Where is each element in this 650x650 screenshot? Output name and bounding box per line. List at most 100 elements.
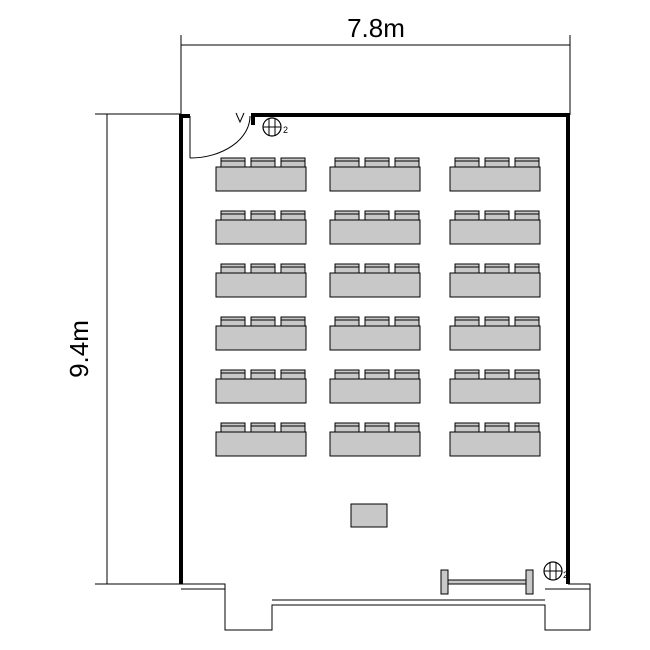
- bottom-wall-structure: [181, 583, 591, 631]
- chair: [364, 263, 390, 274]
- chair: [394, 157, 420, 168]
- chair: [250, 210, 276, 221]
- desk: [449, 166, 541, 192]
- height-label: 9.4m: [64, 320, 94, 378]
- chair: [484, 157, 510, 168]
- chair: [250, 316, 276, 327]
- chair: [454, 210, 480, 221]
- screen-stand: [440, 569, 534, 595]
- chair: [280, 210, 306, 221]
- chair: [394, 369, 420, 380]
- desk: [215, 378, 307, 404]
- desk-group: [215, 316, 307, 351]
- chair: [364, 316, 390, 327]
- desk-group: [215, 263, 307, 298]
- desk: [449, 431, 541, 457]
- desk: [329, 325, 421, 351]
- desk-group: [449, 210, 541, 245]
- chair: [484, 316, 510, 327]
- chair: [220, 263, 246, 274]
- chair: [514, 157, 540, 168]
- desk-group: [215, 369, 307, 404]
- desk-group: [329, 157, 421, 192]
- desk: [449, 325, 541, 351]
- desk: [449, 378, 541, 404]
- marker-top: 2: [262, 117, 288, 137]
- chair: [484, 369, 510, 380]
- desk: [329, 378, 421, 404]
- chair: [454, 316, 480, 327]
- chair: [394, 422, 420, 433]
- chair: [220, 422, 246, 433]
- chair: [484, 422, 510, 433]
- desk-group: [449, 369, 541, 404]
- chair: [334, 210, 360, 221]
- desk: [449, 219, 541, 245]
- chair: [514, 263, 540, 274]
- door: [189, 112, 251, 159]
- desk: [329, 166, 421, 192]
- chair: [514, 316, 540, 327]
- chair: [364, 369, 390, 380]
- chair: [334, 422, 360, 433]
- chair: [280, 316, 306, 327]
- chair: [280, 422, 306, 433]
- chair: [454, 422, 480, 433]
- chair: [454, 157, 480, 168]
- chair: [334, 369, 360, 380]
- chair: [280, 369, 306, 380]
- desk-group: [329, 263, 421, 298]
- chair: [250, 157, 276, 168]
- chair: [484, 263, 510, 274]
- chair: [454, 263, 480, 274]
- chair: [394, 263, 420, 274]
- chair: [280, 263, 306, 274]
- chair: [334, 157, 360, 168]
- height-dimension: [95, 113, 181, 585]
- desk-group: [449, 316, 541, 351]
- chair: [394, 316, 420, 327]
- chair: [220, 316, 246, 327]
- desk-group: [449, 157, 541, 192]
- marker-top-number: 2: [283, 125, 288, 135]
- desk: [329, 431, 421, 457]
- chair: [250, 263, 276, 274]
- width-label: 7.8m: [347, 13, 405, 43]
- chair: [484, 210, 510, 221]
- desk-group: [329, 316, 421, 351]
- desk-group: [215, 157, 307, 192]
- desk-group: [329, 369, 421, 404]
- desk-group: [329, 422, 421, 457]
- chair: [250, 369, 276, 380]
- desk: [215, 219, 307, 245]
- chair: [514, 210, 540, 221]
- chair: [334, 316, 360, 327]
- chair: [454, 369, 480, 380]
- desk: [329, 272, 421, 298]
- desk-group: [449, 422, 541, 457]
- desk-group: [215, 422, 307, 457]
- room-walls: [179, 113, 570, 584]
- chair: [364, 422, 390, 433]
- marker-bottom-number: 2: [563, 570, 568, 580]
- chair: [364, 157, 390, 168]
- desk-group: [329, 210, 421, 245]
- chair: [220, 157, 246, 168]
- desk: [449, 272, 541, 298]
- chair: [364, 210, 390, 221]
- desk: [215, 325, 307, 351]
- chair: [220, 210, 246, 221]
- chair: [514, 422, 540, 433]
- chair: [394, 210, 420, 221]
- desk-group: [215, 210, 307, 245]
- desk: [215, 166, 307, 192]
- chair: [220, 369, 246, 380]
- chair: [280, 157, 306, 168]
- desk: [215, 431, 307, 457]
- marker-bottom: 2: [543, 561, 568, 581]
- chair: [334, 263, 360, 274]
- desk: [215, 272, 307, 298]
- chair: [250, 422, 276, 433]
- desk-group: [449, 263, 541, 298]
